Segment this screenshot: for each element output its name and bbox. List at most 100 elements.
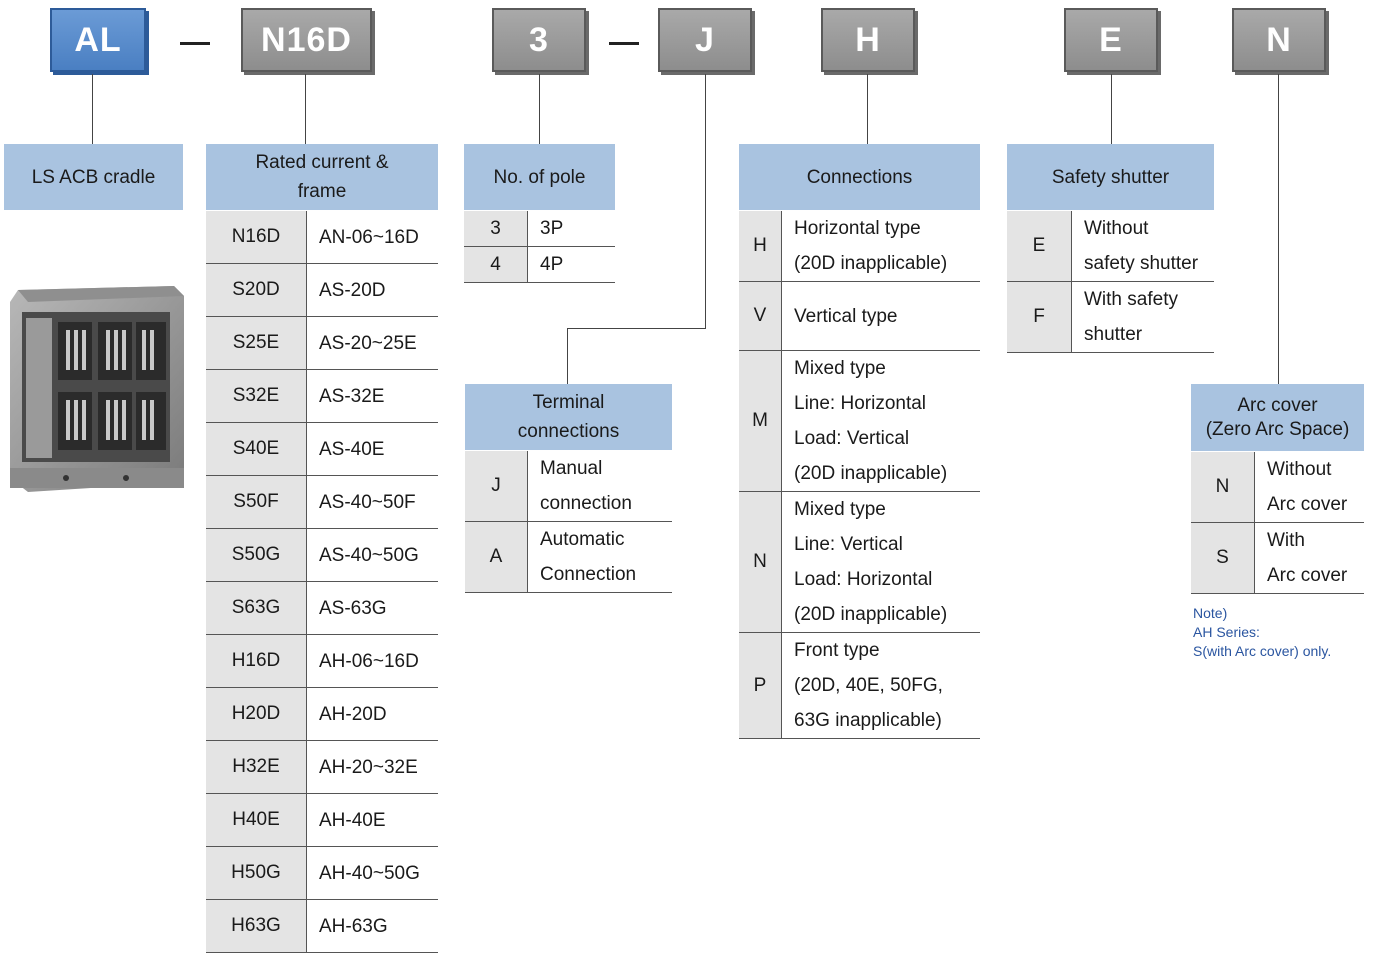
description-line: Vertical type — [794, 305, 898, 327]
description-line: shutter — [1084, 324, 1143, 345]
description-line: With safety — [1084, 289, 1178, 310]
option-description: AH-20D — [306, 687, 438, 741]
option-description: AS-20D — [306, 263, 438, 317]
description-line: Automatic — [540, 529, 625, 550]
arc-title-line: (Zero Arc Space) — [1205, 418, 1350, 440]
option-code: J — [465, 451, 528, 522]
description-line: (20D inapplicable) — [794, 253, 948, 274]
acb-cradle-image — [10, 286, 184, 492]
pole-title: No. of pole — [493, 166, 586, 188]
option-description: AS-63G — [306, 581, 438, 635]
option-code: S50G — [206, 528, 307, 582]
option-code: H40E — [206, 793, 307, 847]
cradle-title: LS ACB cradle — [31, 166, 156, 188]
code-block-terminal: J — [658, 8, 752, 72]
description-line: Line: Vertical — [794, 534, 903, 555]
option-code: N16D — [206, 211, 307, 264]
description-line: Without — [1084, 218, 1149, 239]
note-line: Note) — [1193, 605, 1228, 621]
description-line: connection — [540, 493, 632, 514]
description-line: Load: Vertical — [794, 428, 910, 449]
option-code: P — [739, 632, 782, 739]
table-row: F With safety shutter — [1007, 281, 1214, 353]
option-description: AN-06~16D — [306, 211, 438, 264]
shutter-header: Safety shutter — [1007, 144, 1214, 210]
code-block-connections: H — [821, 8, 915, 72]
description-line: Arc cover — [1267, 565, 1348, 586]
option-code: S20D — [206, 263, 307, 317]
option-code: S — [1191, 522, 1255, 594]
option-code: S40E — [206, 422, 307, 476]
separator-dash — [609, 42, 639, 45]
description-line: Arc cover — [1267, 494, 1348, 515]
option-code: 3 — [464, 211, 528, 247]
terminal-title: Terminal connections — [517, 392, 620, 442]
option-description: Front type(20D, 40E, 50FG,63G inapplicab… — [781, 632, 980, 739]
rated-header: Rated current & frame — [206, 144, 438, 210]
arc-header: Arc cover (Zero Arc Space) — [1191, 384, 1364, 451]
connector-line — [305, 74, 306, 144]
option-description: 4P — [527, 246, 615, 283]
option-description: AS-40E — [306, 422, 438, 476]
option-code: A — [465, 521, 528, 593]
option-code: H16D — [206, 634, 307, 688]
connector-line — [539, 74, 540, 144]
rated-title: Rated current & frame — [255, 152, 389, 202]
option-code: 4 — [464, 246, 528, 283]
option-description: AH-40E — [306, 793, 438, 847]
option-description: AH-63G — [306, 899, 438, 953]
description-line: Line: Horizontal — [794, 393, 927, 414]
description-line: 63G inapplicable) — [794, 710, 942, 731]
description-line: With — [1267, 530, 1305, 551]
arc-title-line: Arc cover — [1237, 394, 1318, 416]
option-code: S50F — [206, 475, 307, 529]
option-code: S63G — [206, 581, 307, 635]
option-description: Horizontal type(20D inapplicable) — [781, 211, 980, 282]
option-code: H20D — [206, 687, 307, 741]
option-description: 3P — [527, 211, 615, 247]
pole-header: No. of pole — [464, 144, 615, 210]
terminal-header: Terminal connections — [465, 384, 672, 450]
note-line: S(with Arc cover) only. — [1193, 643, 1332, 659]
option-code: F — [1007, 281, 1072, 353]
description-line: Front type — [794, 640, 880, 661]
option-description: AS-40~50G — [306, 528, 438, 582]
option-code: H50G — [206, 846, 307, 900]
connector-line — [567, 328, 568, 384]
option-code: S25E — [206, 316, 307, 370]
option-description: AH-20~32E — [306, 740, 438, 794]
option-description: Manual connection — [527, 451, 672, 522]
connector-line — [92, 74, 93, 144]
option-description: With safety shutter — [1071, 281, 1214, 353]
description-line: Without — [1267, 459, 1332, 480]
description-line: Mixed type — [794, 499, 886, 520]
connector-line — [867, 74, 868, 144]
option-code: H — [739, 211, 782, 282]
connector-line — [705, 74, 706, 328]
code-block-pole: 3 — [492, 8, 586, 72]
code-block-rated: N16D — [241, 8, 372, 72]
option-description: AH-06~16D — [306, 634, 438, 688]
option-code: N — [1191, 452, 1255, 523]
option-description: AS-20~25E — [306, 316, 438, 370]
description-line: Manual — [540, 458, 603, 479]
